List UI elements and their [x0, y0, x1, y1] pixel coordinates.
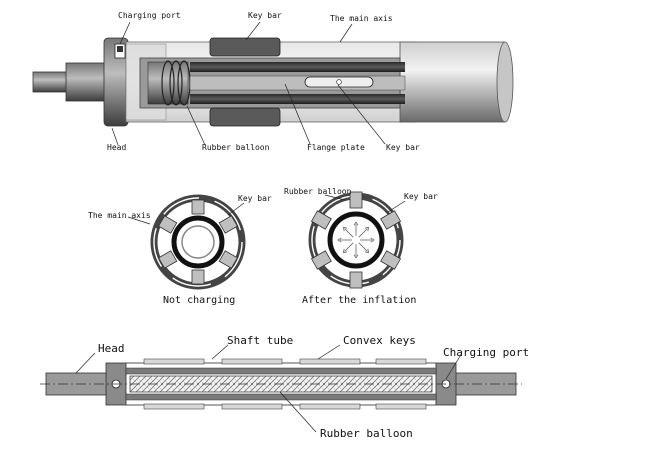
key-block — [380, 250, 402, 270]
key-block — [158, 215, 178, 234]
label-convex-keys: Convex keys — [343, 334, 416, 347]
label-main-axis: The main axis — [330, 14, 393, 23]
key-block — [218, 215, 238, 234]
leader-key-bar-left — [227, 202, 245, 216]
top-leaders — [111, 21, 386, 146]
caption-after-inflation: After the inflation — [302, 295, 416, 306]
inflation-arrow — [344, 228, 354, 238]
inflation-arrowhead — [337, 237, 342, 243]
label-bottom-head: Head — [98, 342, 125, 355]
key-block — [380, 210, 402, 230]
inflation-arrowhead — [370, 237, 375, 243]
inflation-arrowhead — [364, 248, 370, 254]
key-block — [158, 250, 178, 269]
bottom-leaders — [75, 344, 463, 433]
inflation-arrowhead — [342, 248, 348, 254]
leader-key-bar-right — [387, 200, 406, 213]
label-bottom-rubber-balloon: Rubber balloon — [320, 427, 413, 440]
label-shaft-tube: Shaft tube — [227, 334, 293, 347]
label-key-bar-top: Key bar — [248, 11, 282, 20]
key-block — [218, 250, 238, 269]
inflation-arrowhead — [364, 226, 370, 232]
inflation-arrow — [358, 228, 368, 238]
label-key-bar-bottom: Key bar — [386, 143, 420, 152]
inflation-arrowhead — [353, 221, 359, 226]
label-rubber-balloon: Rubber balloon — [202, 143, 270, 152]
key-block — [191, 199, 205, 215]
leader-main-axis — [127, 216, 151, 225]
label-cs-main-axis: The main axis — [88, 211, 151, 220]
label-bottom-charging-port: Charging port — [443, 346, 529, 359]
inflation-arrowhead — [353, 254, 359, 259]
top-shaft-assembly — [32, 37, 514, 127]
key-block — [310, 210, 332, 230]
label-head: Head — [107, 143, 126, 152]
label-cs-rubber-balloon: Rubber balloon — [284, 187, 352, 196]
label-cs-key-bar-right: Key bar — [404, 192, 438, 201]
inflation-arrow — [358, 242, 368, 252]
inflation-arrowhead — [342, 226, 348, 232]
leader-rubber-balloon-cs — [324, 194, 346, 201]
label-charging-port: Charging port — [118, 11, 181, 20]
key-block — [191, 269, 205, 285]
key-block — [349, 271, 363, 289]
key-block — [349, 191, 363, 209]
key-block — [310, 250, 332, 270]
bottom-section — [40, 358, 522, 410]
cross-section-not-charging — [150, 194, 246, 290]
inflation-arrow — [344, 242, 354, 252]
label-flange-plate: Flange plate — [307, 143, 365, 152]
cross-section-after-inflation — [308, 191, 404, 289]
caption-not-charging: Not charging — [163, 295, 235, 306]
label-cs-key-bar-left: Key bar — [238, 194, 272, 203]
